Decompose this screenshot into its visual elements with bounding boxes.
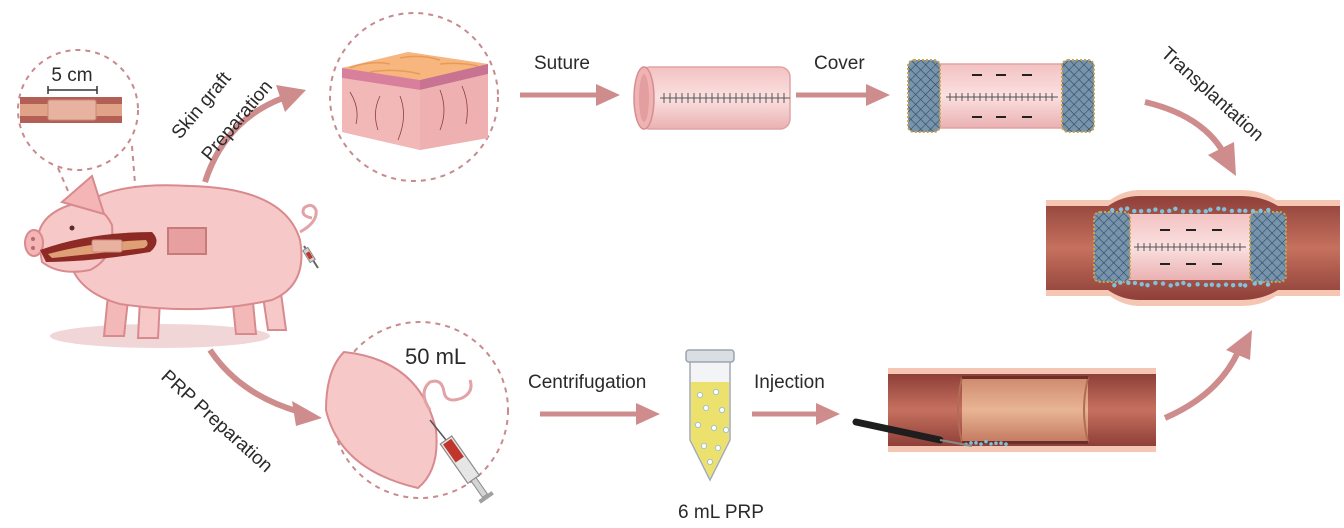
arrow-suture [520, 84, 620, 106]
blood-volume-label: 50 mL [405, 344, 466, 369]
arrow-injection [752, 403, 840, 425]
centrifugation-label: Centrifugation [528, 372, 646, 393]
cover-label: Cover [814, 53, 865, 74]
arrow-cover [796, 84, 890, 106]
arrow-centrifugation [540, 403, 660, 425]
transplanted-vessel [1046, 190, 1340, 306]
scale-inset: 5 cm [18, 50, 138, 170]
scale-label: 5 cm [51, 65, 92, 86]
injection-label: Injection [754, 372, 825, 393]
prp-preparation-label: PRP Preparation [157, 366, 277, 477]
skin-tissue-icon [330, 13, 498, 181]
transplantation-label: Transplantation [1157, 43, 1268, 146]
prp-volume-label: 6 mL PRP [678, 502, 764, 523]
sutured-graft-tube [634, 67, 790, 129]
arrow-up-to-transplant [1165, 330, 1252, 418]
covered-graft [908, 60, 1094, 132]
pig-icon [25, 176, 318, 348]
centrifuge-tube-icon [686, 350, 734, 480]
arrow-to-prp [210, 350, 322, 426]
suture-label: Suture [534, 53, 590, 74]
